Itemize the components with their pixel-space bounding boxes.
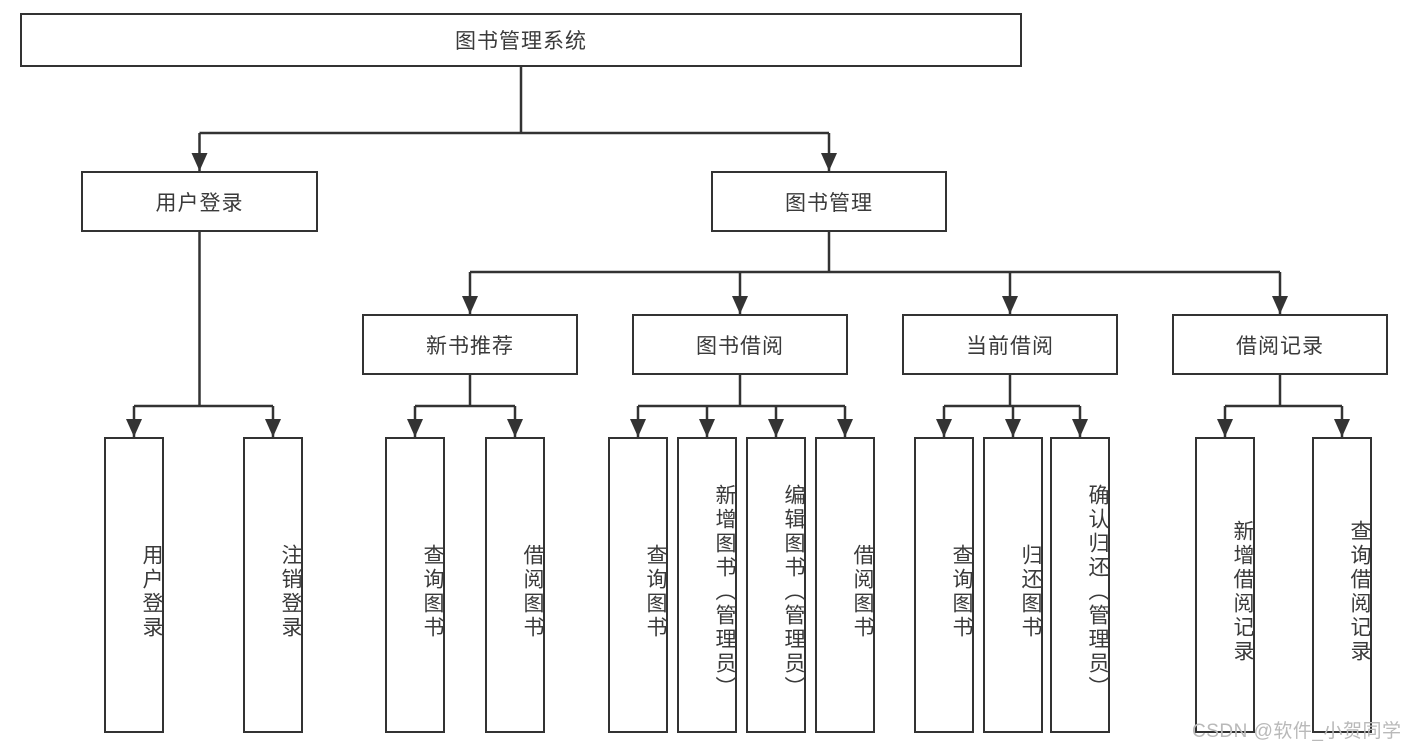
watermark: CSDN @软件_小贺同学 xyxy=(1192,721,1402,742)
node-label: 图书借阅 xyxy=(696,334,784,358)
arrowhead-icon xyxy=(1005,419,1021,437)
node-userlogin[interactable]: 用户登录 xyxy=(104,437,164,733)
arrowhead-icon xyxy=(936,419,952,437)
node-current[interactable]: 当前借阅 xyxy=(902,314,1118,375)
node-label: 查询图书 xyxy=(421,544,444,640)
arrowhead-icon xyxy=(507,419,523,437)
node-cur-return[interactable]: 归还图书 xyxy=(983,437,1043,733)
arrowhead-icon xyxy=(732,296,748,314)
arrowhead-icon xyxy=(126,419,142,437)
arrowhead-icon xyxy=(1072,419,1088,437)
node-label: 查询图书 xyxy=(644,544,667,640)
arrowhead-icon xyxy=(768,419,784,437)
node-bookmgmt[interactable]: 图书管理 xyxy=(711,171,947,232)
node-label: 注销登录 xyxy=(279,544,302,640)
node-newbook[interactable]: 新书推荐 xyxy=(362,314,578,375)
node-label: 确认归还（管理员） xyxy=(1086,484,1109,700)
node-label: 编辑图书（管理员） xyxy=(782,484,805,700)
node-bw-add[interactable]: 新增图书（管理员） xyxy=(677,437,737,733)
node-records[interactable]: 借阅记录 xyxy=(1172,314,1388,375)
node-bw-edit[interactable]: 编辑图书（管理员） xyxy=(746,437,806,733)
arrowhead-icon xyxy=(265,419,281,437)
node-label: 用户登录 xyxy=(140,544,163,640)
arrowhead-icon xyxy=(407,419,423,437)
node-cur-confirm[interactable]: 确认归还（管理员） xyxy=(1050,437,1110,733)
node-label: 归还图书 xyxy=(1019,544,1042,640)
node-label: 图书管理系统 xyxy=(455,30,587,53)
node-label: 新增借阅记录 xyxy=(1231,520,1254,664)
node-nb-borrow[interactable]: 借阅图书 xyxy=(485,437,545,733)
node-label: 借阅记录 xyxy=(1236,334,1324,358)
node-borrow[interactable]: 图书借阅 xyxy=(632,314,848,375)
arrowhead-icon xyxy=(1334,419,1350,437)
node-bw-borrow[interactable]: 借阅图书 xyxy=(815,437,875,733)
arrowhead-icon xyxy=(1272,296,1288,314)
node-rec-query[interactable]: 查询借阅记录 xyxy=(1312,437,1372,733)
node-label: 新增图书（管理员） xyxy=(713,484,736,700)
node-cur-query[interactable]: 查询图书 xyxy=(914,437,974,733)
arrowhead-icon xyxy=(699,419,715,437)
arrowhead-icon xyxy=(462,296,478,314)
node-label: 借阅图书 xyxy=(851,544,874,640)
node-label: 查询图书 xyxy=(950,544,973,640)
node-label: 查询借阅记录 xyxy=(1348,520,1371,664)
arrowhead-icon xyxy=(191,153,208,171)
arrowhead-icon xyxy=(1217,419,1233,437)
arrowhead-icon xyxy=(837,419,853,437)
node-login[interactable]: 用户登录 xyxy=(81,171,318,232)
arrowhead-icon xyxy=(1002,296,1018,314)
node-rec-add[interactable]: 新增借阅记录 xyxy=(1195,437,1255,733)
node-label: 新书推荐 xyxy=(426,334,514,358)
node-root[interactable]: 图书管理系统 xyxy=(20,13,1022,67)
arrowhead-icon xyxy=(821,153,837,171)
node-label: 借阅图书 xyxy=(521,544,544,640)
arrowhead-icon xyxy=(630,419,646,437)
node-logout[interactable]: 注销登录 xyxy=(243,437,303,733)
node-label: 图书管理 xyxy=(785,191,873,215)
node-label: 当前借阅 xyxy=(966,334,1054,358)
node-nb-query[interactable]: 查询图书 xyxy=(385,437,445,733)
node-bw-query[interactable]: 查询图书 xyxy=(608,437,668,733)
node-label: 用户登录 xyxy=(155,191,244,215)
